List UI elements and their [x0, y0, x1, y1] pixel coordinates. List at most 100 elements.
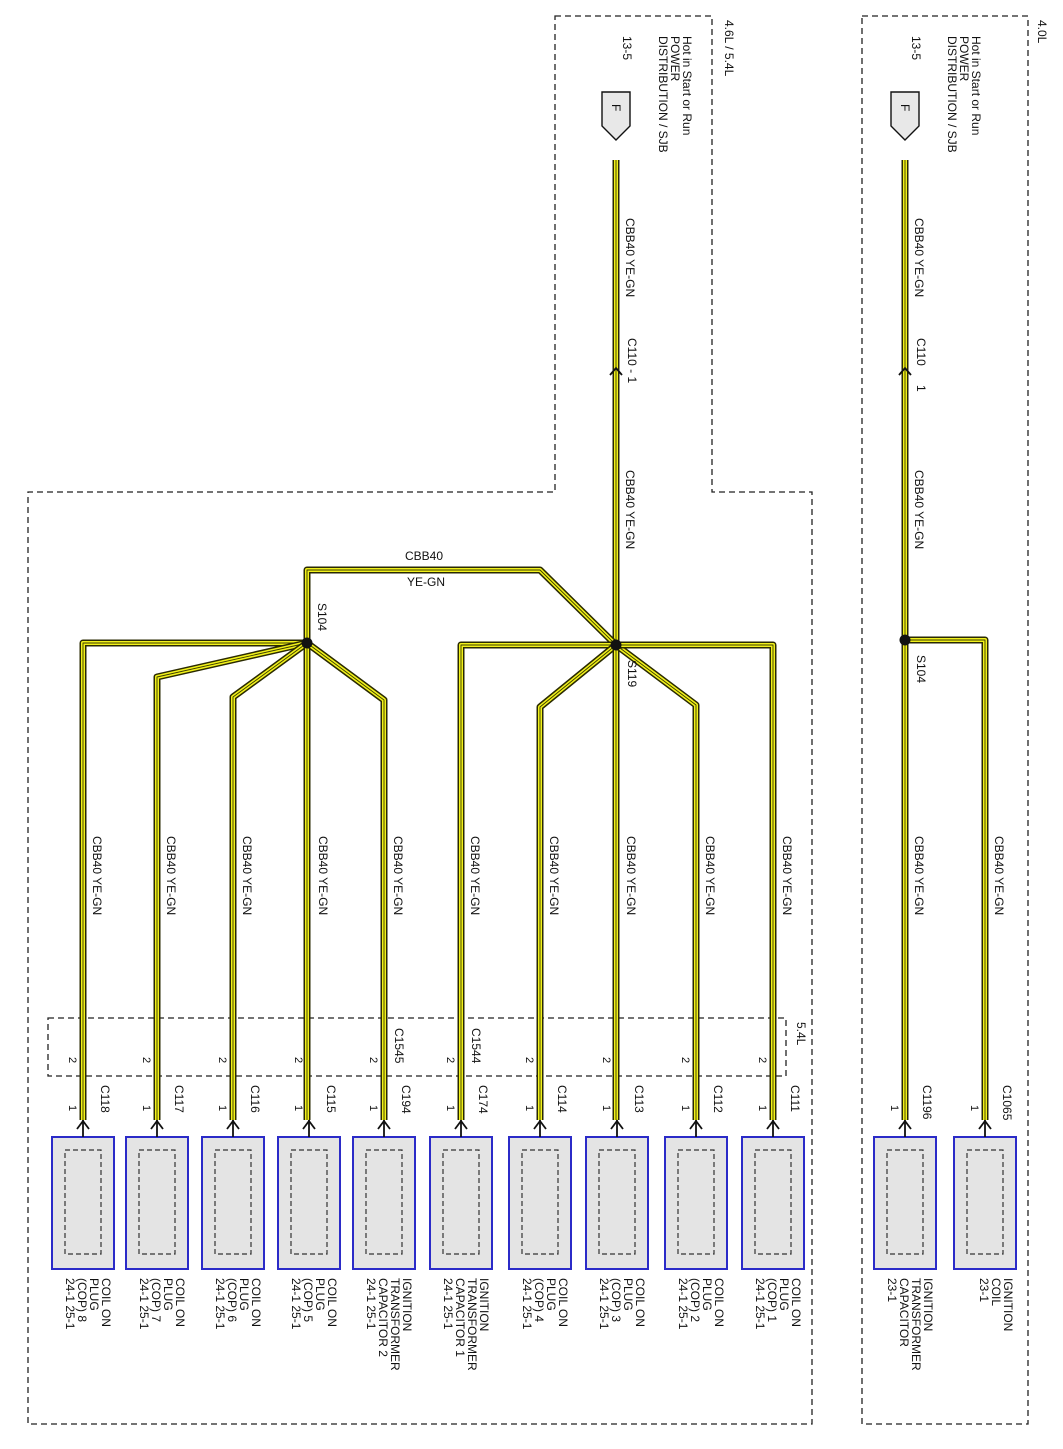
power-source-line: POWER	[957, 36, 971, 82]
component-name-line: IGNITION	[400, 1278, 414, 1331]
power-source-line: POWER	[668, 36, 682, 82]
component-c116	[201, 1119, 265, 1270]
wire-label-branch-2: CBB40 YE-GN	[164, 836, 178, 915]
pin-c174: 1	[444, 1105, 456, 1111]
enclosure-4.0L	[861, 15, 1029, 1425]
component-c194	[352, 1119, 416, 1270]
wire-label-branch-10: CBB40 YE-GN	[780, 836, 794, 915]
wire-cop7	[153, 639, 308, 1120]
connector-c115: C115	[324, 1085, 338, 1113]
pin-in-c117: 2	[140, 1057, 152, 1063]
component-refs: 24-1 25-1	[137, 1278, 151, 1330]
connector-c174: C174	[476, 1085, 490, 1114]
pin-c194: 1	[367, 1105, 379, 1111]
wire-label-mid-left: CBB40 YE-GN	[623, 470, 637, 549]
component-name-line: PLUG	[237, 1278, 251, 1311]
pin-c114: 1	[523, 1105, 535, 1111]
wire-cop8	[79, 639, 307, 1120]
component-c1065	[953, 1119, 1017, 1270]
pin-c111: 1	[756, 1105, 768, 1111]
c110-left-connector	[609, 366, 623, 376]
component-refs: 24-1 25-1	[676, 1278, 690, 1330]
c110-left-label: C110 - 1	[625, 338, 639, 383]
connector-c194: C194	[399, 1085, 413, 1114]
component-name-line: PLUG	[313, 1278, 327, 1311]
pin-in-c113: 2	[600, 1057, 612, 1063]
component-refs: 24-1 25-1	[520, 1278, 534, 1330]
component-name-line: IGNITION	[921, 1278, 935, 1331]
connector-c1196: C1196	[920, 1085, 934, 1120]
c1545-label: C1545	[392, 1028, 406, 1064]
pin-c115: 1	[292, 1105, 304, 1111]
wire-label-branch-7: CBB40 YE-GN	[547, 836, 561, 915]
s104-left-splice	[301, 637, 313, 649]
wire-cop1	[616, 641, 777, 1120]
fuse-letter: F	[609, 104, 623, 111]
component-name-line: (COP) 2	[688, 1278, 702, 1322]
connector-c117: C117	[172, 1085, 186, 1113]
wire-ignition-coil	[905, 636, 989, 1120]
component-name-line: (COP) 1	[765, 1278, 779, 1322]
component-refs: 23-1	[977, 1278, 991, 1302]
component-name-line: (COP) 4	[532, 1278, 546, 1322]
pin-in-c112: 2	[679, 1057, 691, 1063]
component-refs: 24-1 25-1	[213, 1278, 227, 1330]
pin-in-c114: 2	[523, 1057, 535, 1063]
s104-left-label: S104	[315, 603, 329, 631]
component-name-line: PLUG	[544, 1278, 558, 1311]
connector-c111: C111	[788, 1085, 802, 1112]
component-refs: 24-1 25-1	[364, 1278, 378, 1330]
splice-points	[301, 366, 912, 651]
component-refs: 24-1 25-1	[753, 1278, 767, 1330]
component-name-line: COIL ON	[633, 1278, 647, 1327]
variant-label-46-54: 4.6L / 5.4L	[722, 20, 736, 77]
component-c1196	[873, 1119, 937, 1270]
component-name-line: COIL ON	[556, 1278, 570, 1327]
power-source-ref: 13-5	[620, 36, 634, 60]
component-name-line: PLUG	[87, 1278, 101, 1311]
component-name-line: (COP) 3	[609, 1278, 623, 1322]
component-name-line: TRANSFORMER	[388, 1278, 402, 1371]
component-name-line: (COP) 5	[301, 1278, 315, 1322]
connector-c1065: C1065	[1000, 1085, 1014, 1121]
wire-label-branch-8: CBB40 YE-GN	[624, 836, 638, 915]
c110-right-label: C110	[914, 338, 928, 366]
wire-label-coil: CBB40 YE-GN	[992, 836, 1006, 915]
component-name-line: CAPACITOR 1	[453, 1278, 467, 1357]
component-name-line: (COP) 6	[225, 1278, 239, 1322]
pin-c116: 1	[216, 1105, 228, 1111]
pin-in-c116: 2	[216, 1057, 228, 1063]
component-c113	[585, 1119, 649, 1270]
component-refs: 23-1	[885, 1278, 899, 1302]
circuit-label: CBB40	[405, 549, 443, 563]
fuse-left: F	[601, 91, 631, 141]
wire-label-branch-3: CBB40 YE-GN	[240, 836, 254, 915]
fuse-right: F	[890, 91, 920, 141]
component-refs: 24-1 25-1	[441, 1278, 455, 1330]
wire-cop4	[536, 642, 619, 1120]
component-name-line: (COP) 7	[149, 1278, 163, 1322]
s104-right-splice	[899, 634, 911, 646]
component-refs: 24-1 25-1	[597, 1278, 611, 1330]
variant-label-40: 4.0L	[1035, 20, 1049, 44]
component-name-line: COIL ON	[173, 1278, 187, 1327]
wire-label-top-left: CBB40 YE-GN	[623, 218, 637, 297]
wire-label-branch-6: CBB40 YE-GN	[468, 836, 482, 915]
component-c174	[429, 1119, 493, 1270]
connector-c114: C114	[555, 1085, 569, 1113]
component-refs: 24-1 25-1	[63, 1278, 77, 1330]
wire-label-capacitor: CBB40 YE-GN	[912, 836, 926, 915]
power-source-line: DISTRIBUTION / SJB	[656, 36, 670, 153]
component-name-line: PLUG	[777, 1278, 791, 1311]
component-name-line: COIL ON	[249, 1278, 263, 1327]
pin-c1065: 1	[968, 1105, 980, 1111]
pin-in-c174: 2	[444, 1057, 456, 1063]
wire-label-top-right: CBB40 YE-GN	[912, 218, 926, 297]
component-name-line: COIL ON	[712, 1278, 726, 1327]
component-c112	[664, 1119, 728, 1270]
connector-c116: C116	[248, 1085, 262, 1113]
power-source-line: DISTRIBUTION / SJB	[945, 36, 959, 153]
pin-in-c194: 2	[367, 1057, 379, 1063]
pin-c112: 1	[679, 1105, 691, 1111]
